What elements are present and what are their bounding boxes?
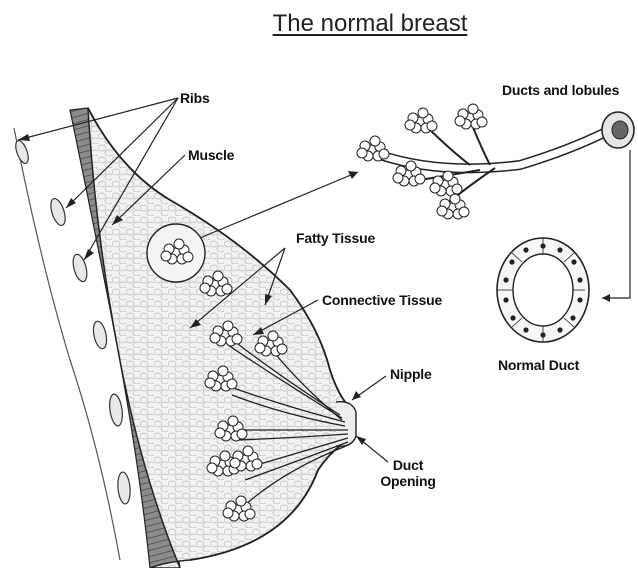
label-ribs: Ribs — [180, 90, 210, 106]
label-fatty-tissue: Fatty Tissue — [296, 230, 375, 246]
label-muscle: Muscle — [188, 147, 234, 163]
page-title: The normal breast — [0, 10, 638, 38]
label-nipple: Nipple — [390, 366, 432, 382]
normal-duct-section — [497, 238, 589, 342]
label-duct-opening: Duct Opening — [378, 457, 438, 489]
label-duct-opening-line1: Duct — [378, 457, 438, 473]
magnifier-circle — [147, 224, 205, 282]
label-duct-opening-line2: Opening — [378, 473, 438, 489]
nipple-shape — [336, 402, 356, 447]
ducts-lobules-enlarged — [357, 104, 634, 219]
label-connective-tissue: Connective Tissue — [322, 292, 442, 308]
label-ducts-and-lobules: Ducts and lobules — [502, 82, 619, 98]
label-normal-duct: Normal Duct — [498, 357, 579, 373]
